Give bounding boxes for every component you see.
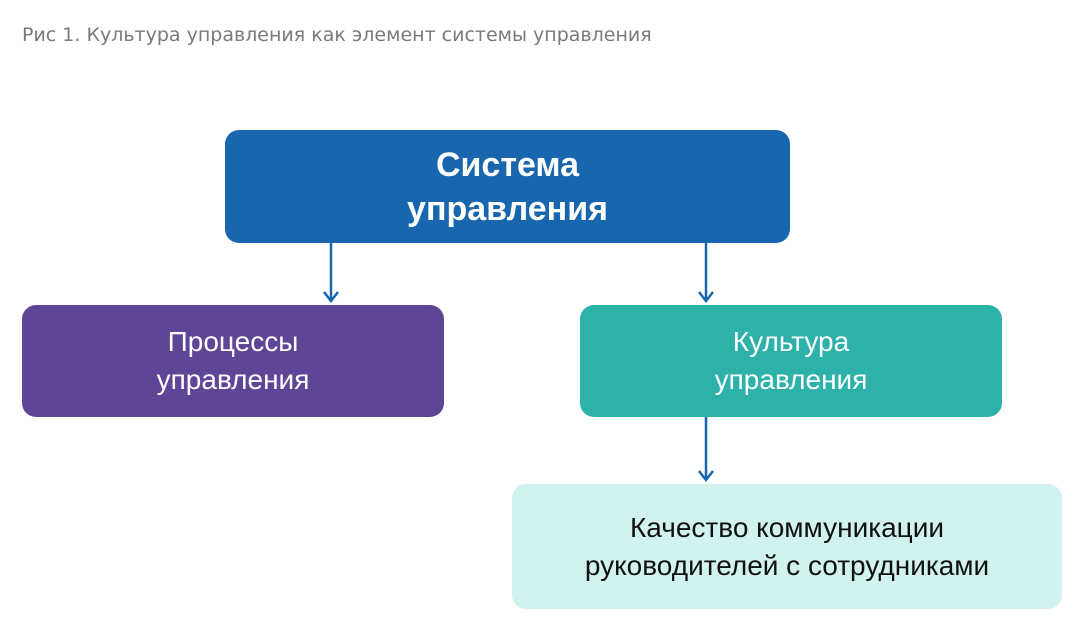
arrowhead-system-to-culture: [698, 291, 714, 304]
node-label-line: Культура: [732, 326, 850, 357]
node-management-system: Система управления: [225, 130, 790, 243]
node-label-line: управления: [407, 189, 608, 228]
figure-caption: Рис 1. Культура управления как элемент с…: [22, 24, 652, 46]
node-label-line: управления: [156, 364, 310, 395]
arrowhead-culture-to-quality: [698, 470, 714, 483]
node-label-line: руководителей с сотрудниками: [584, 549, 990, 581]
node-management-culture: Культура управления: [580, 305, 1002, 417]
node-label-line: Система: [435, 145, 580, 184]
node-communication-quality: Качество коммуникации руководителей с со…: [512, 484, 1062, 609]
arrowhead-system-to-processes: [323, 291, 339, 304]
node-management-processes: Процессы управления: [22, 305, 444, 417]
node-label-line: Качество коммуникации: [630, 511, 944, 543]
node-label-line: управления: [714, 364, 868, 395]
node-label-line: Процессы: [167, 326, 299, 357]
